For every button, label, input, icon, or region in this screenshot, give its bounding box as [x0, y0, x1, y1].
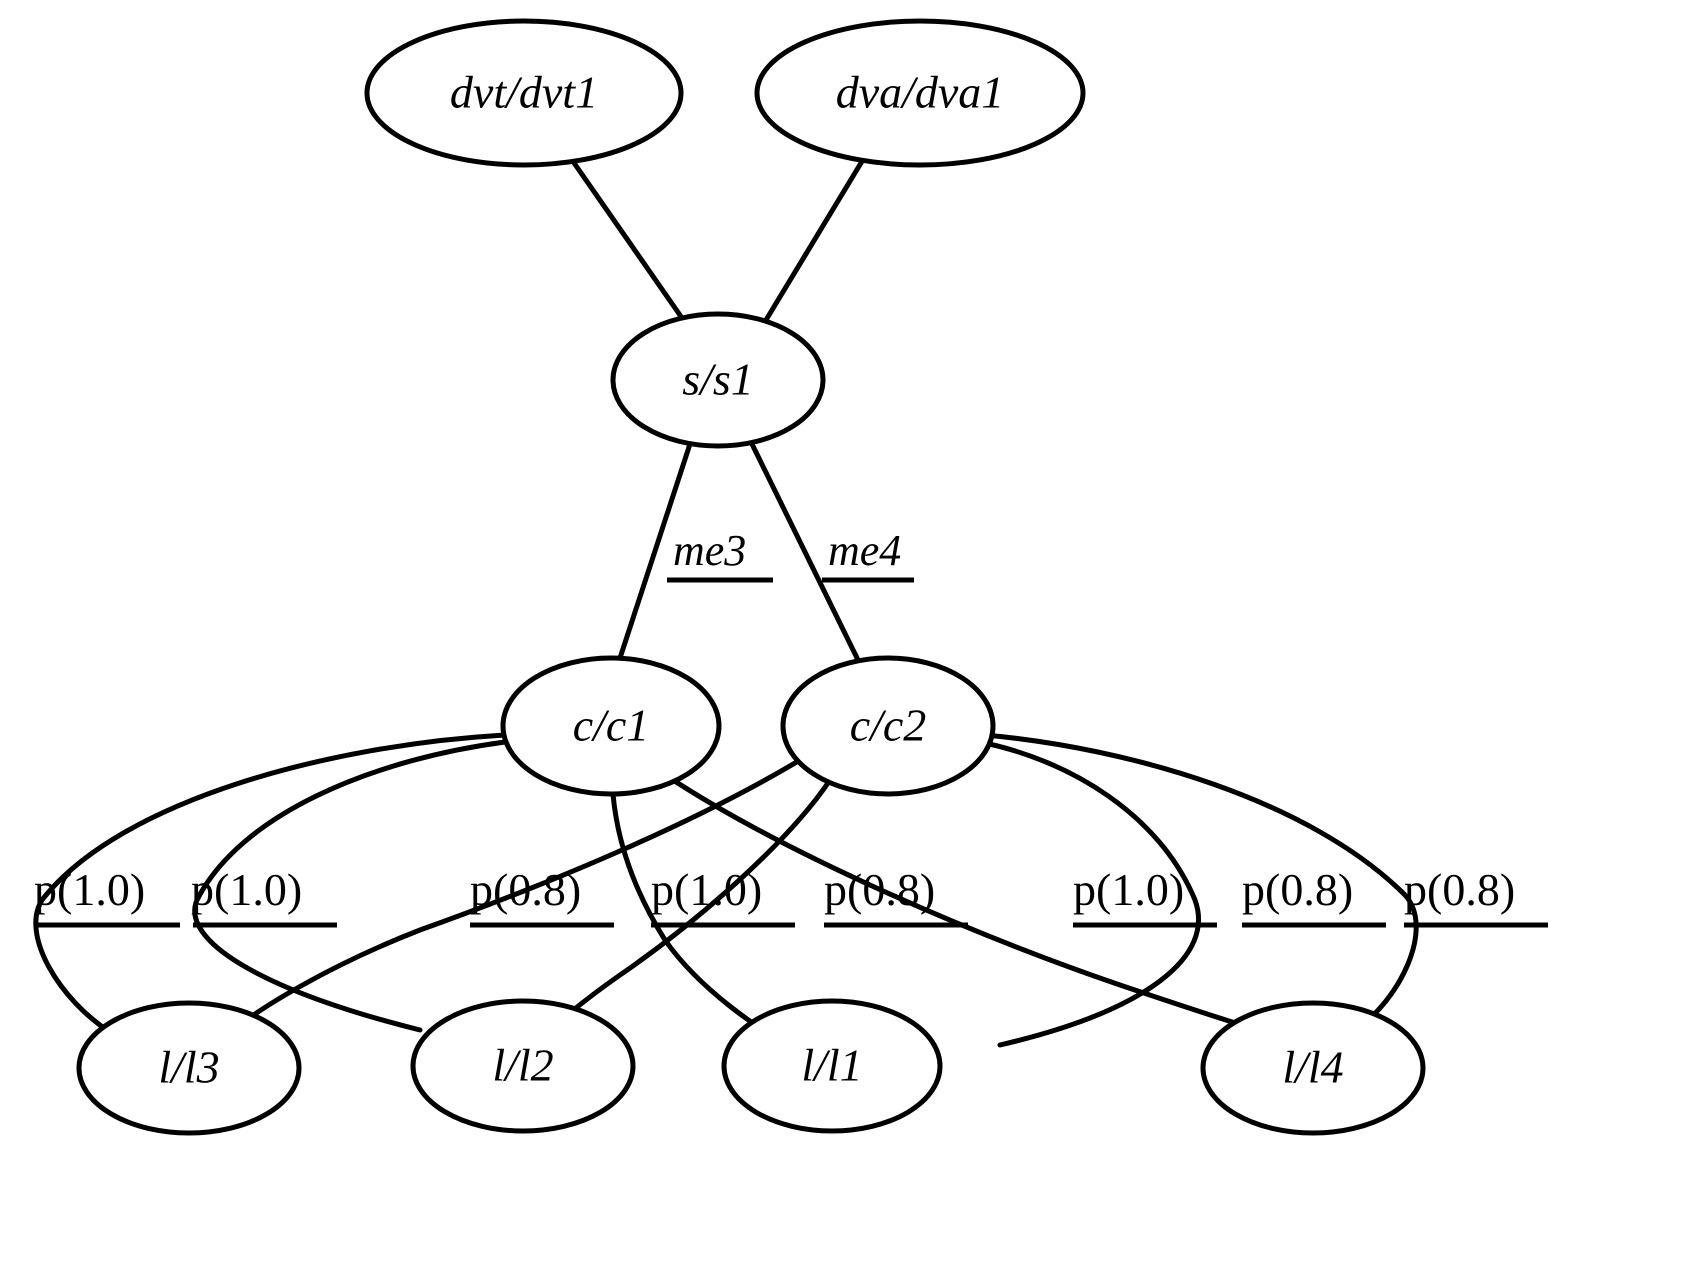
prob-label-8: p(0.8) [1404, 864, 1515, 915]
node-l1-label: l/l1 [801, 1040, 862, 1091]
prob-label-6: p(1.0) [1073, 864, 1184, 915]
node-l4-label: l/l4 [1282, 1042, 1343, 1093]
node-dva1-label: dva/dva1 [836, 67, 1005, 118]
prob-label-4: p(1.0) [651, 864, 762, 915]
node-l1-ellipse[interactable] [721, 998, 943, 1134]
nodes-layer: dvt/dvt1 dva/dva1 s/s1 c/c1 c/c2 l/l3 [76, 18, 1426, 1136]
node-l4[interactable]: l/l4 [1200, 1000, 1426, 1136]
edge-c2-l1[interactable] [977, 739, 1202, 1048]
node-l4-ellipse[interactable] [1200, 1000, 1426, 1136]
prob-label-7: p(0.8) [1242, 864, 1353, 915]
node-l2-ellipse[interactable] [410, 998, 636, 1134]
node-s1-ellipse[interactable] [610, 311, 826, 449]
node-s1-label: s/s1 [682, 354, 754, 405]
node-dvt1[interactable]: dvt/dvt1 [364, 18, 684, 168]
prob-label-5: p(0.8) [824, 864, 935, 915]
node-l3-label: l/l3 [158, 1042, 219, 1093]
edge-c2-l3[interactable] [225, 757, 803, 1038]
edge-s1-c2[interactable] [749, 441, 861, 663]
node-l1[interactable]: l/l1 [721, 998, 943, 1134]
node-l3-ellipse[interactable] [76, 1000, 302, 1136]
edge-dva1-s1[interactable] [763, 155, 867, 323]
node-l2[interactable]: l/l2 [410, 998, 636, 1134]
prob-label-1: p(1.0) [34, 864, 145, 915]
edge-dvt1-s1[interactable] [569, 157, 685, 321]
edge-c1-l3[interactable] [33, 732, 508, 1035]
node-dva1[interactable]: dva/dva1 [754, 18, 1086, 168]
edge-c2-l4[interactable] [982, 732, 1419, 1033]
edge-label-me4: me4 [828, 526, 901, 575]
edge-c1-l2[interactable] [192, 739, 508, 1033]
node-dvt1-label: dvt/dvt1 [450, 67, 598, 118]
node-l3[interactable]: l/l3 [76, 1000, 302, 1136]
node-c2-label: c/c2 [850, 700, 927, 751]
node-c2[interactable]: c/c2 [780, 655, 996, 797]
middle-edge-labels: me3 me4 [667, 526, 914, 583]
edge-label-me3: me3 [673, 526, 746, 575]
node-s1[interactable]: s/s1 [610, 311, 826, 449]
probability-labels: p(1.0) p(1.0) p(0.8) p(1.0) p(0.8) p(1.0… [34, 864, 1548, 928]
prob-label-2: p(1.0) [191, 864, 302, 915]
node-c2-ellipse[interactable] [780, 655, 996, 797]
node-dvt1-ellipse[interactable] [364, 18, 684, 168]
edge-s1-c1[interactable] [617, 441, 693, 661]
prob-label-3: p(0.8) [470, 864, 581, 915]
edge-c1-l4[interactable] [667, 775, 1303, 1045]
node-c1-label: c/c1 [573, 700, 650, 751]
node-l2-label: l/l2 [492, 1040, 553, 1091]
node-c1[interactable]: c/c1 [500, 655, 722, 797]
node-c1-ellipse[interactable] [500, 655, 722, 797]
node-dva1-ellipse[interactable] [754, 18, 1086, 168]
